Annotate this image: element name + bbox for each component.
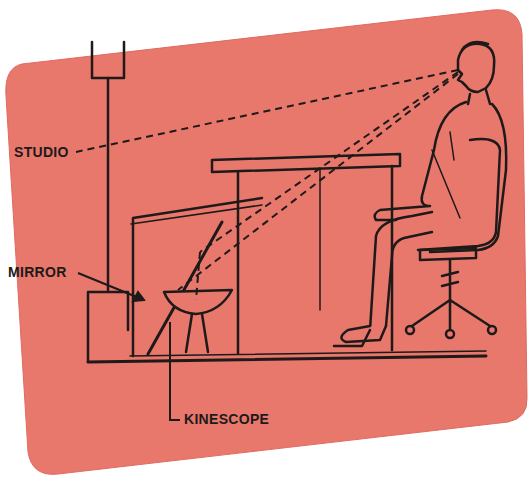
man-shoe [341, 326, 386, 342]
chair-spring [442, 260, 458, 300]
man-head [458, 44, 494, 92]
man-leg [386, 232, 432, 326]
floor-line [88, 356, 486, 362]
kinescope-label: KINESCOPE [184, 411, 269, 427]
man-shoe [334, 330, 370, 346]
desk-top [212, 154, 400, 172]
kinescope-tube [164, 290, 232, 314]
chair-caster [488, 326, 496, 334]
leader-line [170, 322, 180, 420]
leader-arrowhead [133, 292, 144, 301]
chair-legs [412, 300, 490, 330]
man-back [430, 104, 506, 252]
man-hair [462, 42, 488, 50]
mirror [148, 222, 222, 354]
chair-caster [446, 330, 454, 338]
card-background [6, 10, 527, 475]
cabinet-lid [131, 205, 262, 224]
desk-leg [319, 168, 321, 310]
desk-leg [237, 172, 240, 353]
leader-line [78, 273, 144, 300]
chair-caster [406, 326, 414, 334]
sight-line [200, 72, 458, 252]
cabinet-frame [133, 198, 262, 356]
studio-base [88, 292, 128, 362]
man-jacket [432, 132, 460, 218]
kinescope-stand [186, 314, 208, 352]
floor-line [130, 351, 486, 356]
mirror-label: MIRROR [8, 264, 67, 280]
sight-line [76, 70, 458, 152]
man-neck [468, 90, 490, 104]
studio-top [92, 42, 124, 78]
studio-label: STUDIO [14, 144, 69, 160]
man-leg [370, 212, 432, 330]
sight-line [178, 74, 458, 290]
studio-pole [107, 78, 110, 290]
